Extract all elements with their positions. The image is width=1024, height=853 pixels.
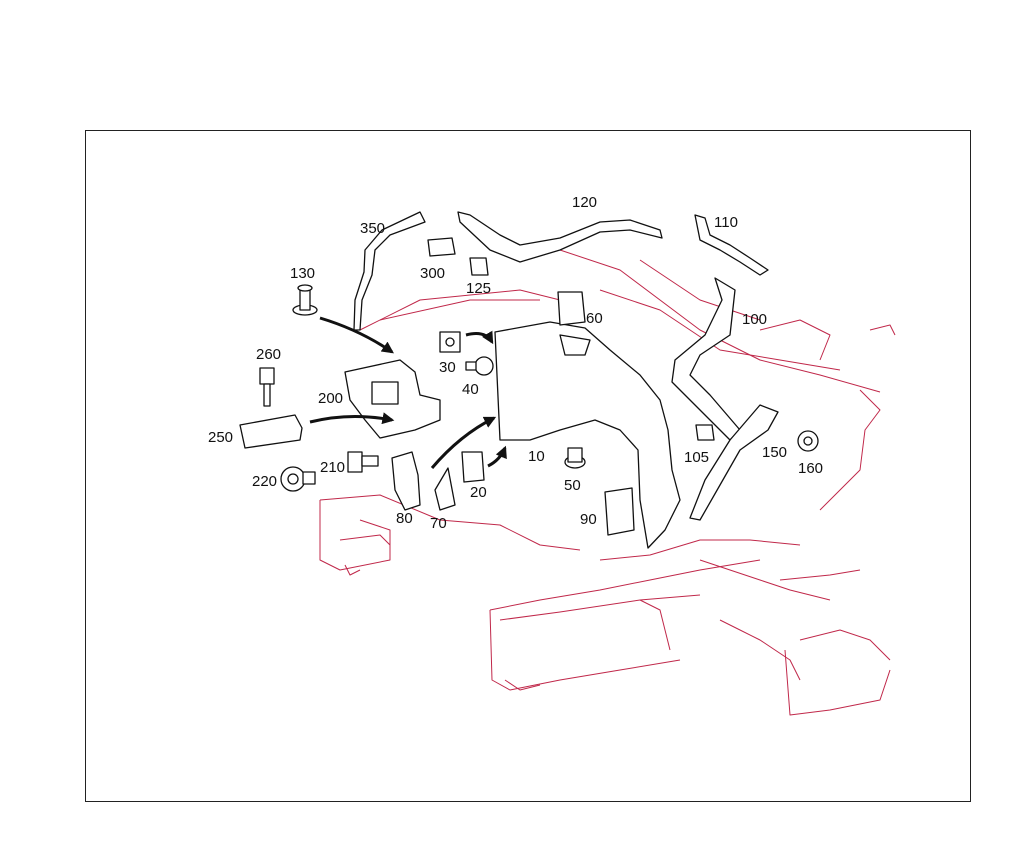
arrow-250 [309, 412, 395, 425]
part-150-strip [689, 404, 779, 521]
wheel-liner-part [494, 321, 681, 549]
label-105: 105 [684, 449, 709, 466]
arrow-130 [319, 316, 394, 354]
part-250-bracket [239, 414, 303, 449]
part-70-clip [434, 467, 456, 511]
label-300: 300 [420, 265, 445, 282]
part-80-bracket [391, 451, 421, 511]
part-50-plug [564, 447, 586, 469]
part-60 [557, 291, 586, 326]
arrow-70 [430, 416, 497, 469]
label-50: 50 [564, 477, 581, 494]
part-210-screw [347, 451, 379, 473]
label-125: 125 [466, 280, 491, 297]
part-260-bolt [259, 367, 275, 407]
vehicle-body-outline [319, 249, 896, 716]
label-200: 200 [318, 390, 343, 407]
arrow-20 [487, 445, 507, 468]
part-350-strip [353, 211, 426, 331]
label-10: 10 [528, 448, 545, 465]
part-105-clip [695, 424, 715, 441]
label-60: 60 [586, 310, 603, 327]
part-300-block [427, 237, 456, 257]
label-100: 100 [742, 311, 767, 328]
label-30: 30 [439, 359, 456, 376]
label-150: 150 [762, 444, 787, 461]
part-110-strip [694, 214, 769, 276]
wheel-liner-cutout [559, 334, 591, 356]
part-130-pin [292, 284, 318, 316]
part-200-window [371, 381, 399, 405]
arrow-30 [465, 330, 494, 345]
part-160-grommet [797, 430, 819, 452]
part-30-hole [445, 337, 455, 347]
label-350: 350 [360, 220, 385, 237]
label-70: 70 [430, 515, 447, 532]
part-125-clip [469, 257, 489, 276]
diagram-frame [85, 130, 971, 802]
label-120: 120 [572, 194, 597, 211]
label-160: 160 [798, 460, 823, 477]
part-20-plate [461, 451, 485, 483]
label-260: 260 [256, 346, 281, 363]
part-90-grille [604, 487, 635, 536]
label-90: 90 [580, 511, 597, 528]
label-220: 220 [252, 473, 277, 490]
label-250: 250 [208, 429, 233, 446]
label-130: 130 [290, 265, 315, 282]
label-20: 20 [470, 484, 487, 501]
part-120-seal [457, 211, 663, 263]
label-40: 40 [462, 381, 479, 398]
label-110: 110 [714, 214, 738, 231]
part-40-screw [465, 356, 494, 376]
label-80: 80 [396, 510, 413, 527]
part-220-clip [280, 466, 316, 492]
label-210: 210 [320, 459, 345, 476]
